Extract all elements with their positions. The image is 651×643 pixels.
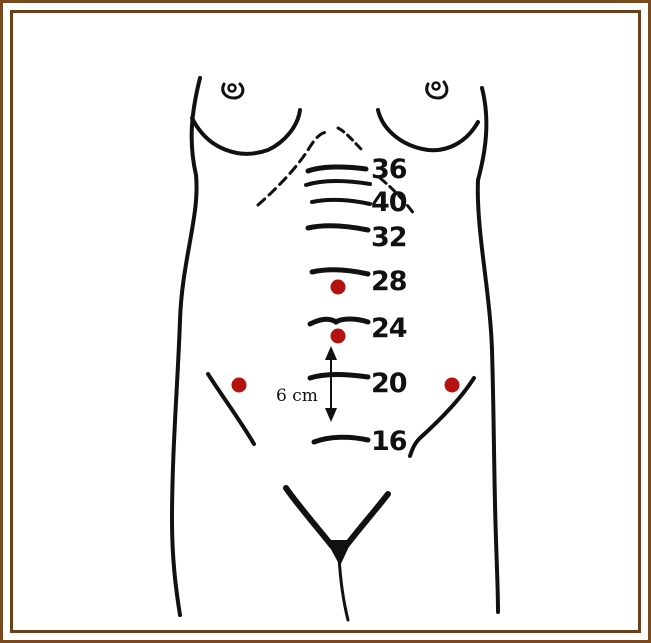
week-label-36: 36 [371, 154, 407, 185]
groin-right [346, 494, 388, 546]
week-label-28: 28 [371, 266, 407, 297]
left-breast-outline [192, 110, 300, 154]
groin-center-line [339, 556, 348, 620]
torso-right-outline [478, 88, 498, 612]
fundal-line-40 [312, 200, 370, 204]
port-marker-upper [331, 280, 346, 295]
fundal-line-32 [308, 226, 368, 230]
fundal-line-24 [310, 319, 368, 324]
port-marker-umbilical [331, 329, 346, 344]
distance-arrow [325, 346, 337, 422]
fundal-line-36b [306, 181, 370, 185]
left-inguinal-line [208, 374, 254, 444]
pubic-triangle [326, 540, 352, 566]
right-nipple-dot [433, 83, 440, 90]
distance-label: 6 cm [276, 386, 318, 406]
right-inguinal-line [410, 378, 474, 456]
fundal-line-20 [310, 375, 368, 379]
torso-left-outline [172, 78, 200, 615]
week-label-32: 32 [371, 222, 407, 253]
fundal-line-28 [312, 270, 368, 274]
fundal-line-36 [308, 167, 366, 171]
week-label-20: 20 [371, 368, 407, 399]
week-label-16: 16 [371, 426, 407, 457]
right-costal-margin [338, 128, 362, 150]
week-label-40: 40 [371, 187, 407, 218]
port-marker-left [232, 378, 247, 393]
port-marker-right [445, 378, 460, 393]
right-breast-outline [378, 110, 478, 150]
left-nipple-dot [229, 85, 236, 92]
groin-left [286, 488, 332, 546]
week-label-24: 24 [371, 313, 407, 344]
fundal-line-16 [314, 437, 368, 442]
